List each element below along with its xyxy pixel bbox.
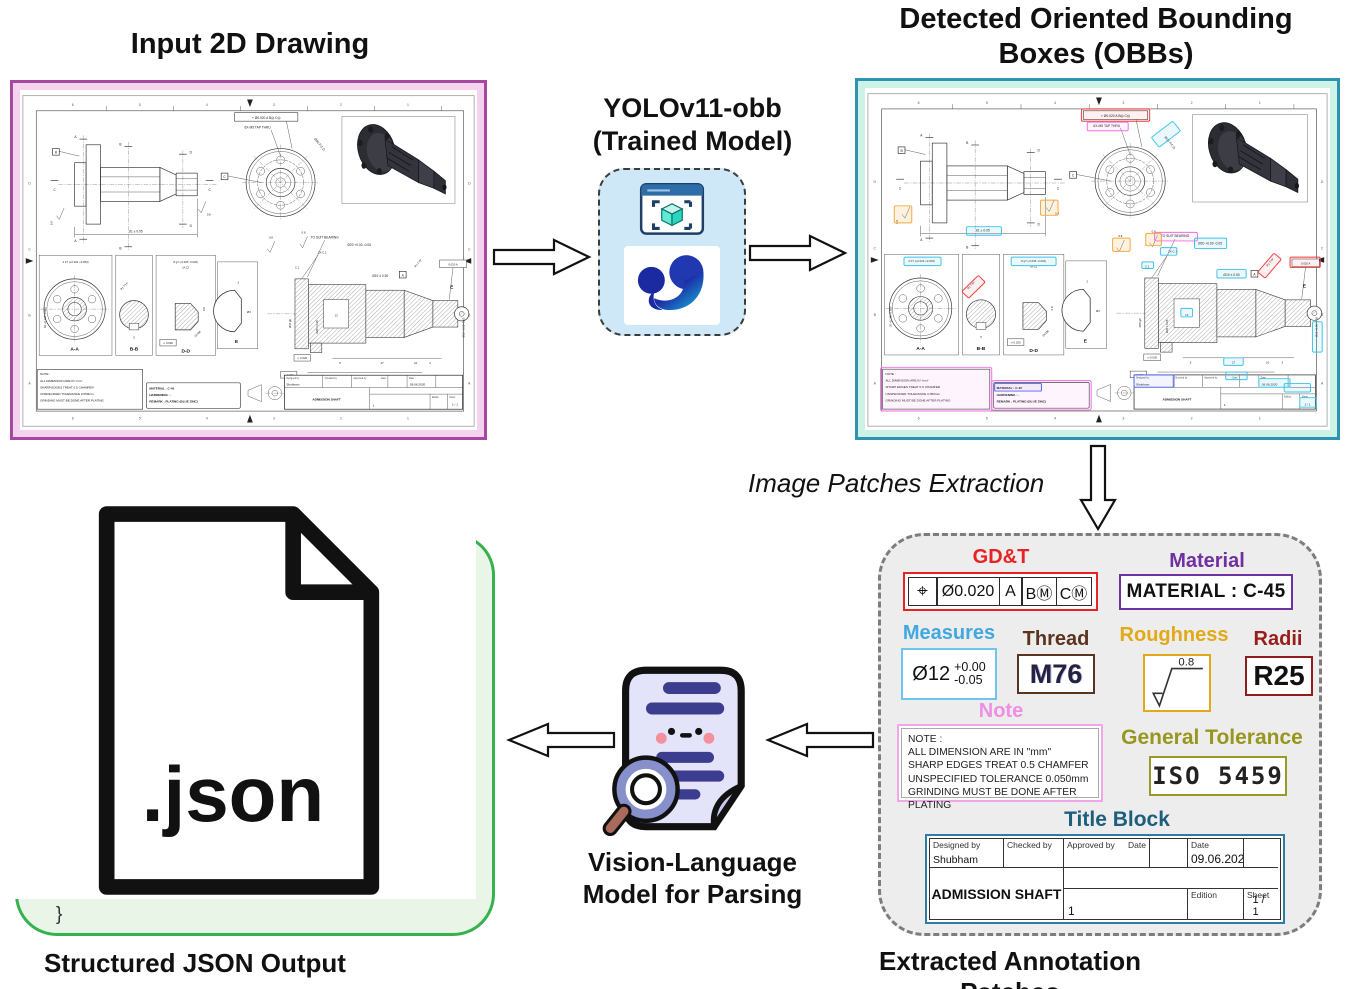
tb-number: 1: [1068, 904, 1075, 918]
tb-label: Date: [1128, 840, 1146, 850]
tb-cell-sheet: Sheet 1 / 1: [1244, 889, 1278, 919]
tb-drawing-name: ADMISSION SHAFT: [930, 868, 1064, 919]
tb-cell-approved: Approved by Date: [1064, 839, 1150, 868]
roughness-symbol-icon: 0.8: [1145, 656, 1209, 710]
input-drawing-panel: [10, 80, 487, 440]
note-line: SHARP EDGES TREAT 0.5 CHAMFER: [908, 760, 1089, 772]
tb-cell-empty: [1064, 868, 1278, 889]
yolo-title-line2: (Trained Model): [592, 126, 793, 156]
arrow-patches-to-vlm: [765, 722, 875, 758]
json-output-panel: {“Material”: "C-45",“Threads”: {"Type": …: [2, 502, 495, 936]
roughness-value: 0.8: [1178, 656, 1194, 668]
json-code-line: }: [56, 902, 492, 928]
note-line: UNSPECIFIED TOLERANCE 0.050mm: [908, 773, 1089, 785]
gdt-label: GD&T: [972, 546, 1030, 568]
measures-patch: Ø12 +0.00 -0.05: [901, 648, 997, 700]
gdt-datum: A: [998, 577, 1023, 606]
measure-value: Ø12: [912, 662, 951, 685]
vlm-document-icon: [602, 666, 745, 836]
extraction-label: Image Patches Extraction: [748, 468, 1045, 498]
gdt-datum: CⓂ: [1055, 577, 1092, 606]
tb-cell-empty: [1244, 839, 1278, 868]
vlm-title-line1: Vision-Language: [588, 847, 797, 877]
json-caption: Structured JSON Output: [44, 948, 346, 978]
note-line: GRINDING MUST BE DONE AFTER PLATING: [908, 786, 1077, 812]
obb-drawing: [865, 88, 1330, 430]
arrow-input-to-yolo: [492, 238, 592, 276]
vlm-title: Vision-Language Model for Parsing: [545, 846, 840, 910]
title-block-patch: Designed by Shubham Checked by Approved …: [925, 834, 1285, 924]
tb-label: Designed by: [933, 840, 981, 850]
tb-cell-checked: Checked by: [1004, 839, 1064, 868]
note-line: ALL DIMENSION ARE IN "mm": [908, 747, 1052, 759]
arrow-yolo-to-obb: [748, 234, 848, 272]
note-patch: NOTE : ALL DIMENSION ARE IN "mm" SHARP E…: [897, 724, 1103, 811]
ultralytics-logo: [624, 245, 720, 325]
obb-detections: [880, 108, 1323, 412]
roughness-label: Roughness: [1119, 624, 1229, 646]
gdt-symbol: ⌖: [907, 577, 938, 606]
general-tolerance-patch: ISO 5459: [1149, 756, 1287, 796]
measure-tol-lower: -0.05: [954, 673, 983, 687]
obb-title: Detected Oriented Bounding Boxes (OBBs): [850, 2, 1342, 72]
title-block-label: Title Block: [1064, 808, 1170, 831]
obb-title-line2: Boxes (OBBs): [998, 38, 1194, 70]
tb-label: Edition: [1191, 890, 1217, 900]
measures-label: Measures: [902, 622, 996, 644]
tb-sheet: 1 / 1: [1252, 894, 1265, 918]
roughness-patch: 0.8: [1143, 654, 1211, 712]
vlm-title-line2: Model for Parsing: [582, 879, 803, 909]
arrow-obb-to-patches: [1079, 444, 1117, 532]
material-label: Material: [1169, 550, 1245, 572]
gdt-datum: BⓂ: [1021, 577, 1057, 606]
gdt-patch: ⌖ Ø0.020 A BⓂ CⓂ: [903, 572, 1098, 611]
yolo-model-box: [598, 168, 746, 336]
yolo-title: YOLOv11-obb (Trained Model): [535, 92, 850, 158]
tb-cell-edition: Edition: [1188, 889, 1244, 919]
input-drawing: [20, 90, 477, 430]
radii-label: Radii: [1253, 628, 1303, 650]
tb-cell-designed: Designed by Shubham: [930, 839, 1004, 868]
tb-label: Date: [1191, 840, 1209, 850]
obb-title-line1: Detected Oriented Bounding: [899, 3, 1293, 35]
json-file-ext: .json: [142, 750, 324, 838]
note-label: Note: [978, 700, 1024, 722]
tb-label: Approved by: [1067, 840, 1115, 850]
patches-caption: Extracted Annotation Patches: [879, 946, 1141, 989]
patches-panel: GD&T ⌖ Ø0.020 A BⓂ CⓂ Material MATERIAL …: [878, 533, 1322, 936]
json-file-icon: .json: [2, 502, 476, 899]
tb-designer: Shubham: [933, 854, 978, 866]
input-title: Input 2D Drawing: [130, 28, 370, 60]
measure-tol-upper: +0.00: [954, 660, 986, 674]
object-detection-icon: [639, 182, 705, 235]
radii-patch: R25: [1245, 656, 1313, 696]
obb-drawing-panel: [855, 78, 1340, 440]
gdt-tolerance: Ø0.020: [936, 577, 1000, 606]
thread-patch: M76: [1017, 654, 1095, 694]
material-patch: MATERIAL : C-45: [1119, 574, 1293, 610]
tb-cell-date: Date 09.06.2020: [1188, 839, 1244, 868]
tb-cell-empty: [1150, 839, 1188, 868]
tb-label: Sheet: [1247, 890, 1270, 900]
tb-label: Checked by: [1007, 840, 1052, 850]
tb-cell-number: 1: [1064, 889, 1188, 919]
json-token: }: [56, 904, 63, 926]
note-line: NOTE :: [908, 734, 943, 745]
tb-date: 09.06.2020: [1191, 852, 1244, 866]
general-tolerance-label: General Tolerance: [1121, 726, 1303, 749]
yolo-title-line1: YOLOv11-obb: [603, 93, 782, 123]
arrow-vlm-to-json: [506, 722, 616, 758]
thread-label: Thread: [1022, 628, 1090, 650]
